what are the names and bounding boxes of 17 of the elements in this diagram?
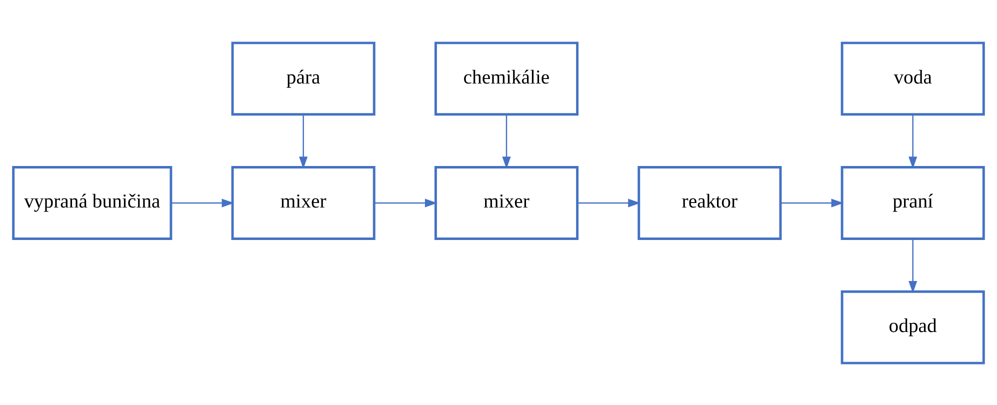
node-box: vypraná buničina [12, 166, 172, 240]
arrow [502, 114, 511, 168]
arrow [299, 114, 308, 168]
arrow [171, 198, 234, 207]
node-box: chemikálie [434, 41, 579, 116]
arrow [780, 198, 844, 207]
node-box: reaktor [638, 166, 782, 240]
arrow [908, 238, 918, 293]
node-box: mixer [434, 166, 579, 240]
node-box: pára [231, 41, 376, 116]
node-box: odpad [840, 290, 985, 364]
arrow [908, 114, 918, 168]
node-box: mixer [231, 166, 376, 240]
node-box: voda [840, 41, 985, 116]
arrow [577, 198, 640, 207]
node-box: praní [840, 166, 985, 240]
arrow [374, 198, 438, 207]
